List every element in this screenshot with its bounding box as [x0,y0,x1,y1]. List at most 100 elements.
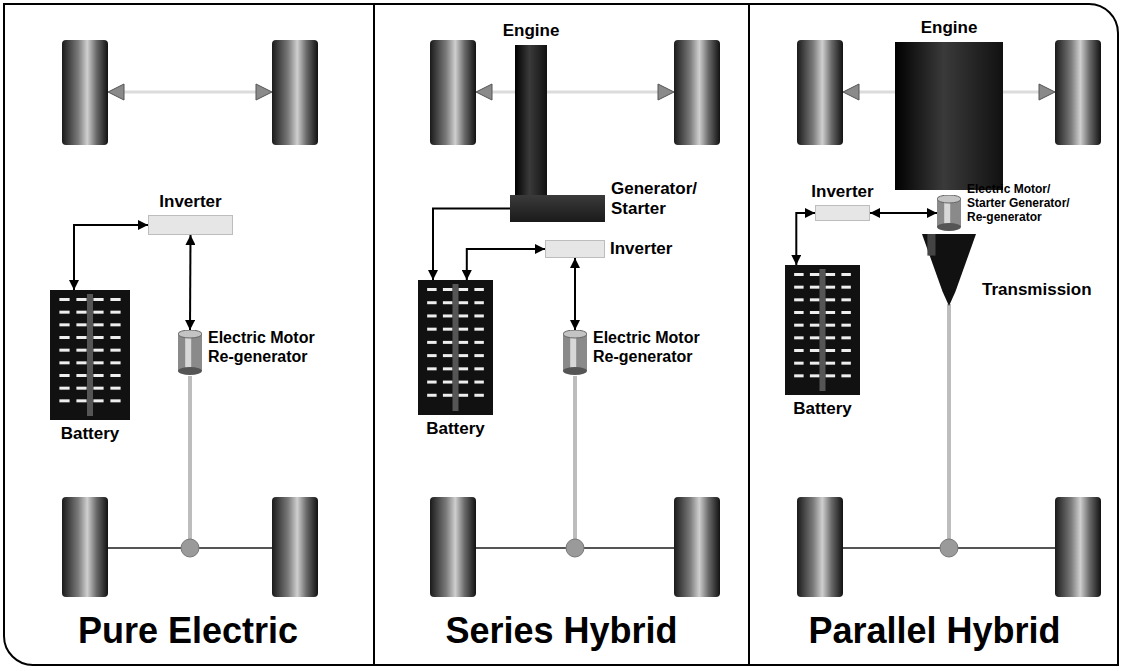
battery-cell [110,311,120,314]
battery-cell [427,314,436,317]
part-label: Generator/ Starter [611,179,716,219]
motor-end [178,330,202,338]
battery-pack-outline [785,265,860,395]
battery-cell [810,311,819,314]
battery-cell [59,336,69,339]
battery-cell [841,374,850,377]
battery-cell [443,354,452,357]
battery-cell [76,374,86,377]
battery-pack: Battery [50,290,130,420]
battery-cell [443,314,452,317]
battery-cell [59,311,69,314]
motor-end [563,330,587,338]
battery-cell [110,374,120,377]
power-flow-arrow [796,213,815,265]
panel-title: Pure Electric [3,610,373,652]
battery-cell [93,323,103,326]
transmission-cone-outline [922,234,976,306]
battery-cell [810,374,819,377]
part-label: Inverter [610,239,695,259]
battery-cell [443,288,452,291]
battery-pack-outline [50,290,130,420]
battery-cell [443,381,452,384]
part-label: Engine [503,21,560,41]
battery-cell [474,367,483,370]
battery-cell [794,324,803,327]
battery-cell [459,288,468,291]
differential [181,539,199,557]
panel-title: Parallel Hybrid [750,610,1119,652]
battery-cell [474,381,483,384]
battery-cell [826,324,835,327]
battery-cell [459,354,468,357]
battery-cell [427,367,436,370]
battery-cell [427,381,436,384]
battery-cell [427,341,436,344]
battery-cell [93,374,103,377]
battery-cell [59,298,69,301]
electric-motor: Electric Motor Re-generator [563,330,587,375]
motor-highlight [185,334,191,371]
battery-cell [76,399,86,402]
differential [940,539,958,557]
electric-motor-outline [563,330,587,375]
battery-cell [794,311,803,314]
battery-cell [474,394,483,397]
battery-cell [459,314,468,317]
battery-cell [826,336,835,339]
battery-cell [459,328,468,331]
battery-cell [841,298,850,301]
battery-cell [427,394,436,397]
battery-divider [87,294,93,416]
inverter-box: Inverter [148,215,233,235]
battery-cell [110,399,120,402]
part-label: Inverter [811,182,873,202]
battery-cell [59,387,69,390]
battery-cell [93,349,103,352]
power-flow-arrow [189,235,192,330]
drive-shaft [188,376,192,540]
battery-cell [826,273,835,276]
battery-cell [110,336,120,339]
engine-block: Engine [895,42,1003,190]
motor-end [937,223,961,231]
wheel [674,40,720,145]
battery-cell [76,387,86,390]
battery-cell [841,324,850,327]
motor-highlight [570,334,576,371]
battery-cell [826,298,835,301]
wheel [272,497,318,597]
battery-cell [76,361,86,364]
battery-cell [110,349,120,352]
battery-cell [443,301,452,304]
battery-cell [841,311,850,314]
battery-cell [810,362,819,365]
battery-cell [826,374,835,377]
power-flow-arrow [870,212,937,214]
battery-cell [794,336,803,339]
part-label: Engine [921,18,978,38]
hub [108,84,124,100]
part-label: Inverter [159,192,221,212]
motor-body [178,334,202,371]
battery-cell [810,336,819,339]
panel-title: Series Hybrid [375,610,748,652]
battery-cell [443,328,452,331]
battery-cell [459,381,468,384]
battery-cell [826,349,835,352]
battery-cell [76,298,86,301]
battery-cell [810,324,819,327]
battery-cell [826,311,835,314]
battery-pack: Battery [785,265,860,395]
battery-cell [841,286,850,289]
battery-cell [93,361,103,364]
power-flow-arrow [74,225,148,290]
battery-cell [794,374,803,377]
battery-cell [459,367,468,370]
battery-cell [427,328,436,331]
generator-starter: Generator/ Starter [510,195,605,222]
battery-cell [110,298,120,301]
battery-cell [826,286,835,289]
part-label: Transmission [982,280,1112,300]
battery-cell [76,349,86,352]
